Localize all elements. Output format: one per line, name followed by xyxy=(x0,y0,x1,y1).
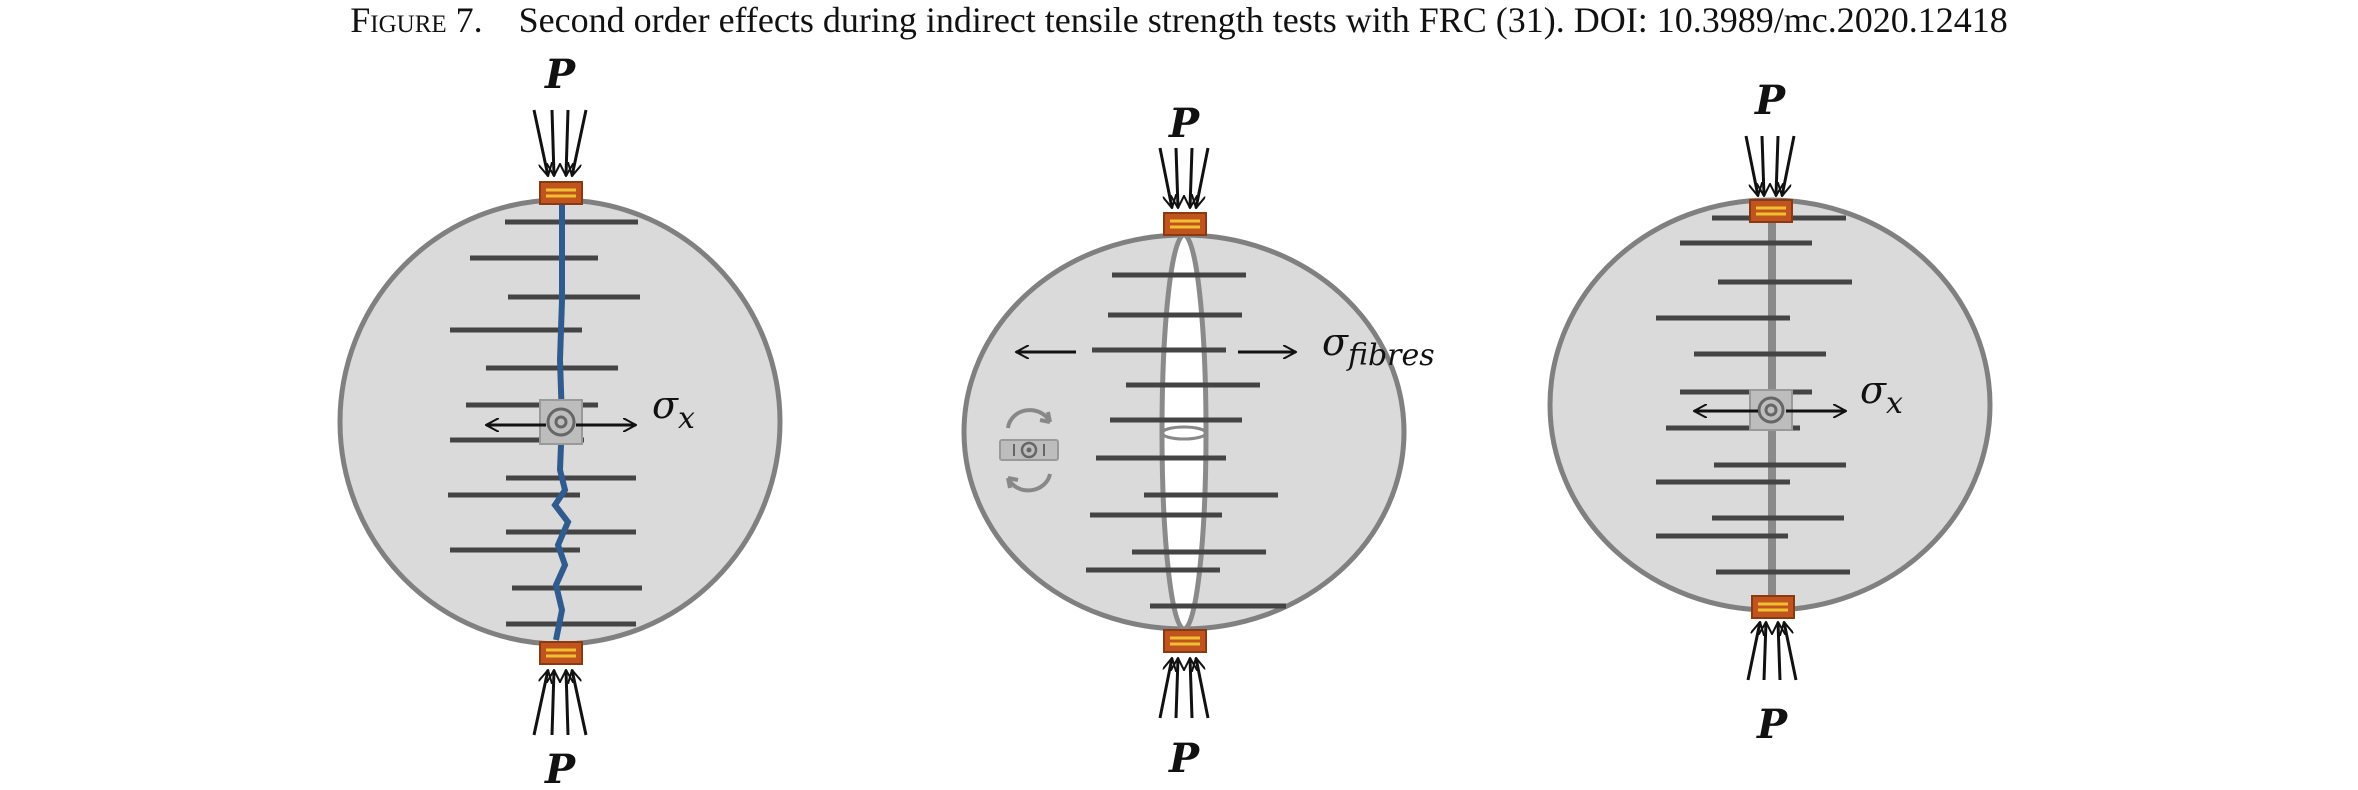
load-arrows-top-3 xyxy=(1744,135,1796,196)
crack-1 xyxy=(551,200,572,641)
second-order-effects-diagram: σx P P xyxy=(337,51,1993,790)
load-arrows-bottom-3 xyxy=(1746,622,1798,681)
load-label-top-1: P xyxy=(544,51,577,98)
panel-3: σx P P xyxy=(1547,77,1993,748)
rotation-icon-2 xyxy=(999,408,1059,493)
sigma-x-label-1: σx xyxy=(652,383,695,436)
load-label-bottom-2: P xyxy=(1168,735,1201,782)
sigma-x-label-3: σx xyxy=(1860,368,1903,421)
load-plate-top-1 xyxy=(539,181,583,205)
element-cube-3 xyxy=(1749,389,1793,431)
load-plate-top-2 xyxy=(1163,212,1207,236)
load-arrows-top-2 xyxy=(1158,147,1210,208)
load-plate-bottom-3 xyxy=(1751,595,1795,619)
sigma-fibres-label-2: σfibres xyxy=(1322,320,1435,373)
load-label-top-3: P xyxy=(1754,77,1787,124)
load-arrows-top-1 xyxy=(532,109,588,176)
load-plate-bottom-2 xyxy=(1163,629,1207,653)
caption-label: Figure 7. xyxy=(350,0,483,40)
rotation-marker-2 xyxy=(1160,425,1208,441)
element-cube-1 xyxy=(539,399,583,445)
load-arrows-bottom-2 xyxy=(1158,658,1210,719)
load-label-bottom-1: P xyxy=(544,746,577,790)
panel-1: σx P P xyxy=(337,51,783,790)
load-label-bottom-3: P xyxy=(1756,701,1789,748)
load-label-top-2: P xyxy=(1168,100,1201,147)
load-plate-top-3 xyxy=(1749,199,1793,223)
panel-2: σfibres xyxy=(961,100,1435,782)
caption-text: Second order effects during indirect ten… xyxy=(518,0,2008,40)
figure-caption: Figure 7. Second order effects during in… xyxy=(0,0,2358,40)
load-plate-bottom-1 xyxy=(539,641,583,665)
fibres-2 xyxy=(1086,272,1286,609)
load-arrows-bottom-1 xyxy=(532,670,588,736)
